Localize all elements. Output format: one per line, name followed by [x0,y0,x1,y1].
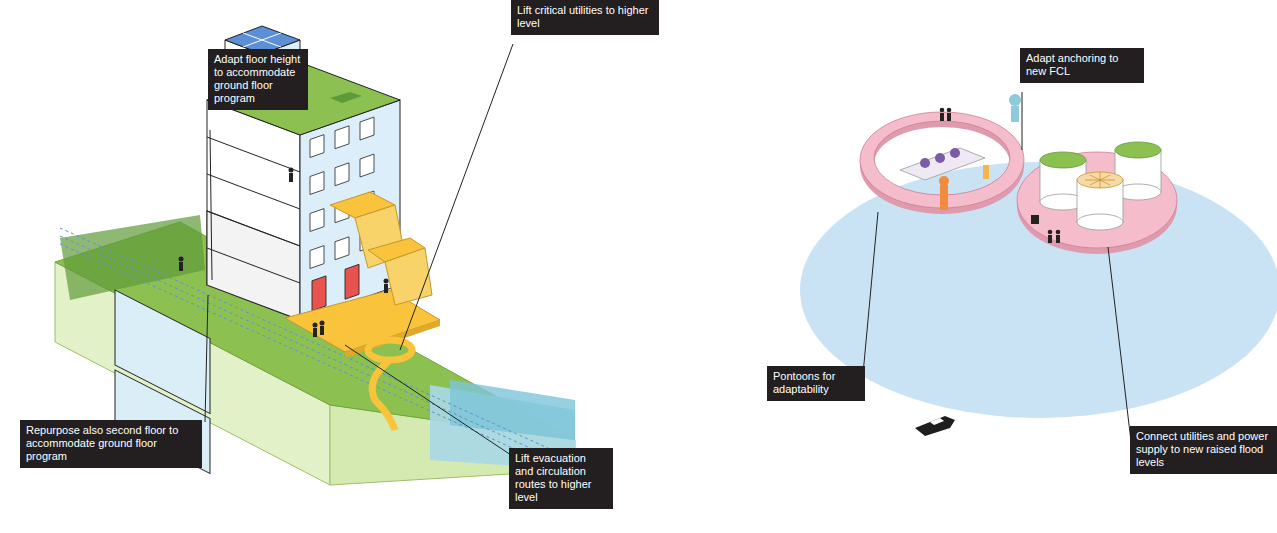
floor-line [207,248,300,283]
sign [1031,215,1039,224]
pavilion-roof [1115,142,1161,158]
exhibit-object [950,148,960,158]
pavilions [1040,142,1161,230]
window [335,163,349,186]
callout-text: Lift evacuation and circulation routes t… [515,452,607,504]
ground-floor [207,211,300,320]
sculpture [939,176,949,186]
leader-line [205,295,208,422]
callout-text: Adapt floor height to accommodate ground… [214,53,302,105]
pavilion-base [1077,214,1123,230]
person [320,326,324,335]
callout-box: Pontoons for adaptability [767,366,865,401]
window [310,172,324,195]
callout-box: Connect utilities and power supply to ne… [1130,426,1277,474]
person [947,108,952,113]
figure [1009,94,1021,106]
exhibit-table [900,148,985,180]
window [360,154,374,177]
person [940,108,945,113]
facade [207,100,300,320]
person [1056,235,1060,243]
person [384,284,388,293]
floor-line [207,211,300,246]
leader-line [400,44,513,350]
callout-text: Connect utilities and power supply to ne… [1136,430,1271,469]
window [310,246,324,269]
callout-box: Adapt anchoring to new FCL [1020,48,1144,83]
callout-box: Repurpose also second floor to accommoda… [20,420,202,468]
spiral-ramp [368,340,412,360]
person [947,113,951,121]
person [1056,230,1061,235]
person [1048,235,1052,243]
leader-line [345,345,511,455]
pavilion-roof [1040,152,1086,168]
sculpture [940,185,948,210]
water-surface [450,380,575,440]
window [310,135,324,158]
floor-line [207,174,300,209]
exhibit-object [920,158,930,168]
callout-text: Repurpose also second floor to accommoda… [26,424,196,463]
callout-text: Pontoons for adaptability [773,370,859,396]
person [1048,230,1053,235]
door [312,276,326,311]
leader-lines [205,44,513,455]
person [940,113,944,121]
window [335,126,349,149]
callout-text: Adapt anchoring to new FCL [1026,52,1138,78]
window [335,237,349,260]
leader-line [862,212,878,385]
person [179,257,184,262]
panel-line [243,33,281,47]
callout-text: Lift critical utilities to higher level [517,4,653,30]
window [310,209,324,232]
exhibit-object [935,153,945,163]
callout-box: Adapt floor height to accommodate ground… [208,49,308,110]
roof-plants [330,92,362,103]
callout-box: Lift evacuation and circulation routes t… [509,448,613,509]
panel-line [243,33,281,47]
leader-line [210,130,212,280]
vegetation [60,215,205,300]
person [289,173,293,182]
door [345,264,359,299]
person [313,323,318,328]
sculpture [983,165,989,179]
person [320,321,325,326]
leader-line [1108,247,1132,450]
people [940,108,1061,243]
exhibit-objects [920,148,960,168]
figure [1011,106,1019,122]
boat [915,416,955,436]
person [313,328,317,337]
floor-line [207,137,300,172]
person [384,279,389,284]
stair-flight [385,248,432,305]
leader-line [1022,92,1023,150]
person [289,168,294,173]
window [360,117,374,140]
roof-lattice [1085,172,1115,188]
pavilion-roof [1077,172,1123,188]
callout-box: Lift critical utilities to higher level [511,0,659,35]
boat-window [930,418,944,425]
leader-lines [862,92,1132,450]
person [179,262,183,271]
building-left-face [207,100,300,320]
